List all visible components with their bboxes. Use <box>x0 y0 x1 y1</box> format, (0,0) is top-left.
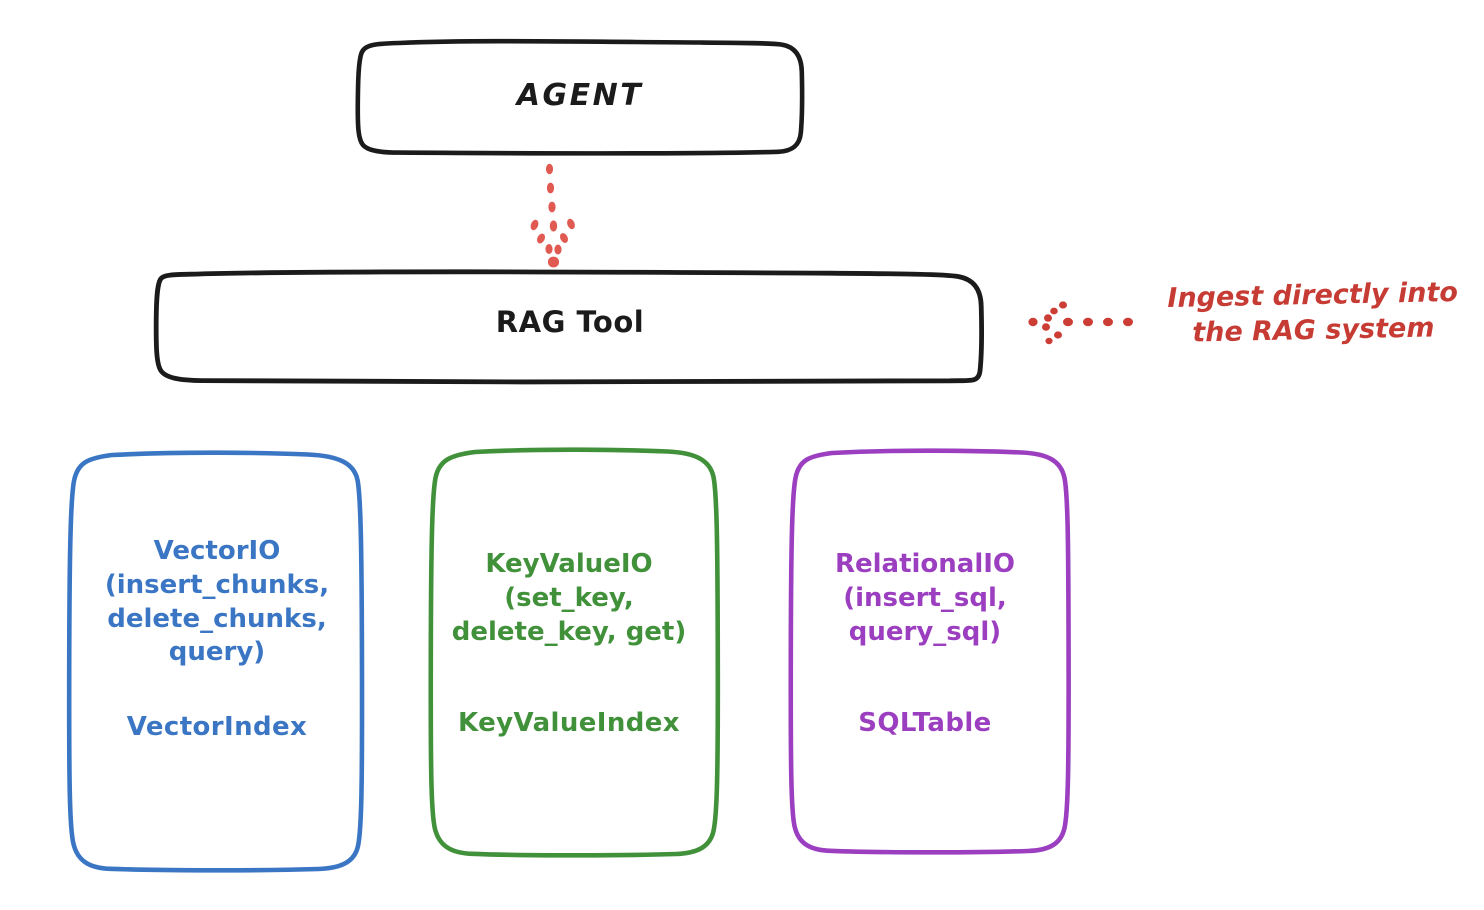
relational-io-sublabel: SQLTable <box>858 708 992 738</box>
key-value-io-sublabel: KeyValueIndex <box>458 708 680 738</box>
vector-io-label: VectorIO (insert_chunks, delete_chunks, … <box>104 536 330 668</box>
vector-io-box-outline <box>66 450 365 873</box>
node-rag-tool[interactable] <box>153 269 984 385</box>
agent-label: AGENT <box>516 78 644 113</box>
node-key-value-io[interactable] <box>428 447 721 858</box>
node-agent[interactable] <box>355 38 805 156</box>
relational-io-label: RelationalIO (insert_sql, query_sql) <box>834 549 1016 647</box>
connector-agent-to-rag-tool <box>530 163 575 268</box>
rag-tool-box-outline <box>153 269 984 385</box>
node-vector-io[interactable] <box>66 450 365 873</box>
key-value-io-label: KeyValueIO (set_key, delete_key, get) <box>451 549 687 647</box>
key-value-io-box-outline <box>428 447 721 858</box>
relational-io-box-outline <box>788 448 1071 855</box>
ingest-annotation-text: Ingest directly into the RAG system <box>1167 276 1459 349</box>
vector-io-sublabel: VectorIndex <box>126 712 308 742</box>
connector-ingest-to-rag-tool <box>1028 301 1133 345</box>
rag-tool-label: RAG Tool <box>495 305 645 339</box>
node-relational-io[interactable] <box>788 448 1071 855</box>
agent-box-outline <box>355 38 805 156</box>
